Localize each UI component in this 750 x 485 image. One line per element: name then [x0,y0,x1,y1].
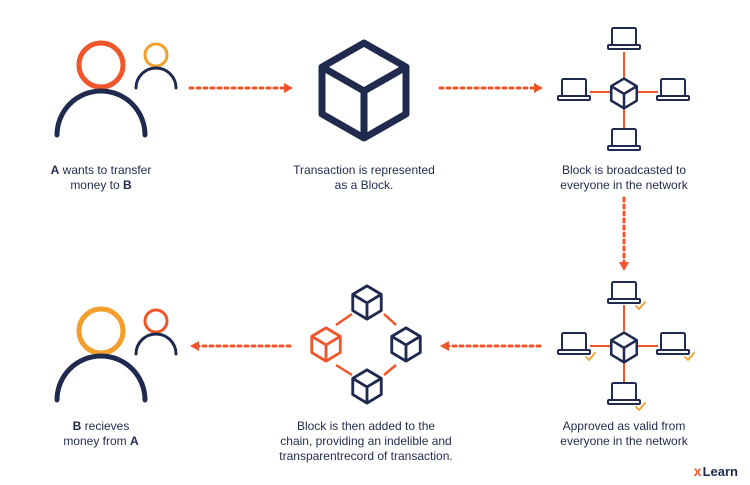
caption-text: everyone in the network [560,178,688,192]
caption-text: Approved as valid from [562,419,686,433]
arrow-down [619,196,629,271]
caption-step4: Approved as valid from everyone in the n… [544,419,704,449]
check-icon [585,301,695,411]
laptop-icon [656,78,690,101]
laptop-icon [607,382,641,405]
arrow-left-1 [440,341,542,351]
caption-text: as a Block. [334,178,394,192]
laptop-icon [557,78,591,101]
caption-text: money to [70,178,124,192]
cube-icon [318,39,410,142]
caption-text: Block is broadcasted to [561,163,687,177]
caption-step6: B recieves money from A [30,419,172,449]
caption-text: transparentrecord of transaction. [279,449,453,463]
caption-step5: Block is then added to the chain, provid… [268,419,464,464]
arrow-left-2 [190,341,292,351]
caption-text: everyone in the network [560,434,688,448]
network-check-icon [557,281,695,411]
party-b-label: B [123,178,132,192]
laptop-icon [607,27,641,50]
caption-text: Transaction is represented [293,163,435,177]
caption-text: wants to transfer [59,163,152,177]
caption-step1: A wants to transfer money to B [30,163,172,193]
arrow-right-2 [438,83,543,93]
caption-text: Block is then added to the [296,419,436,433]
users-icon-a-to-b [54,40,178,138]
caption-text: money from [63,434,130,448]
laptop-icon [607,128,641,151]
network-icon [557,27,690,151]
caption-text: chain, providing an indelible and [280,434,452,448]
caption-text: recieves [81,419,130,433]
party-a-label: A [50,163,60,177]
arrow-right-1 [188,83,293,93]
caption-step3: Block is broadcasted to everyone in the … [544,163,704,193]
users-icon-b-receives [54,306,178,403]
logo-mark: x [693,463,702,479]
blockchain-icon [310,284,422,405]
logo-text: Learn [702,463,738,479]
laptop-icon [607,281,641,304]
laptop-icon [557,332,591,355]
party-a-label: A [130,434,139,448]
laptop-icon [656,332,690,355]
caption-step2: Transaction is represented as a Block. [284,163,444,193]
party-b-label: B [72,419,82,433]
